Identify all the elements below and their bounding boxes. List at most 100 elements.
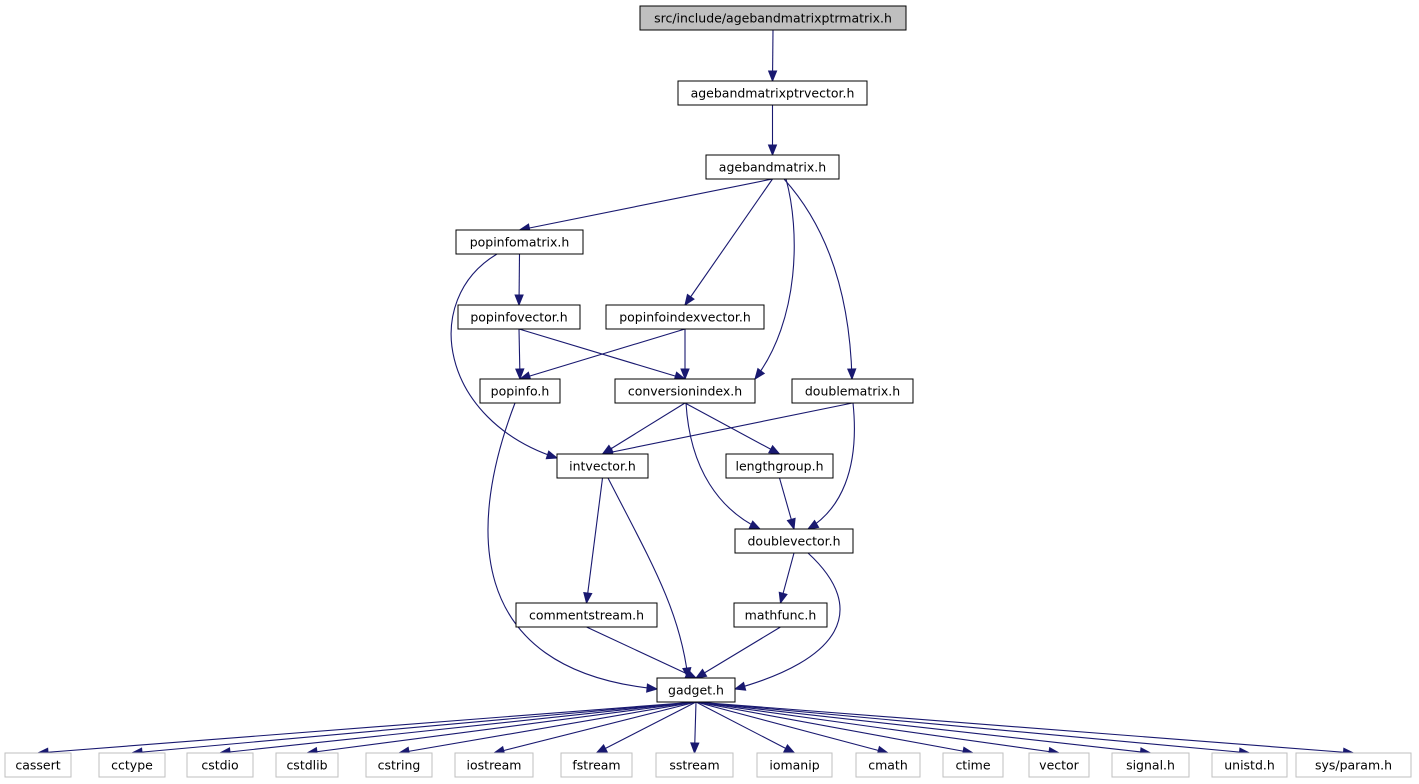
node-label: ctime	[955, 758, 990, 773]
edge-line	[754, 178, 795, 380]
node-dm[interactable]: doublematrix.h	[791, 378, 914, 404]
edge-abm-to-pim	[518, 178, 773, 233]
node-box	[1295, 752, 1412, 778]
edge-line	[695, 626, 781, 679]
arrowhead-icon	[767, 144, 778, 157]
node-label: conversionindex.h	[628, 384, 742, 399]
edge-pi-to-gadget	[487, 402, 659, 693]
arrowhead-icon	[514, 294, 524, 307]
node-label: gadget.h	[668, 683, 724, 698]
arrowhead-icon	[782, 743, 796, 754]
edge-gadget-to-fstream	[595, 701, 697, 754]
edge-line	[602, 402, 853, 455]
edge-dm-to-dv	[806, 402, 855, 530]
node-cctype[interactable]: cctype	[98, 752, 166, 778]
node-label: doublematrix.h	[805, 384, 900, 399]
node-cs[interactable]: commentstream.h	[515, 602, 658, 628]
edge-abmpv-to-abm	[767, 105, 778, 157]
node-label: vector	[1039, 758, 1080, 773]
node-label: popinfovector.h	[470, 310, 567, 325]
node-abmpv[interactable]: agebandmatrixptrvector.h	[677, 80, 868, 106]
edge-line	[684, 402, 780, 455]
node-label: cstdio	[201, 758, 238, 773]
node-lg[interactable]: lengthgroup.h	[725, 453, 834, 479]
edge-line	[695, 701, 795, 754]
edge-abm-to-ci	[754, 178, 795, 381]
node-box	[734, 528, 854, 554]
nodes-layer: src/include/agebandmatrixptrmatrix.h ageb…	[4, 5, 1412, 778]
edge-ci-to-iv	[601, 402, 686, 455]
node-box	[1211, 752, 1288, 778]
node-label: intvector.h	[569, 459, 636, 474]
arrowhead-icon	[680, 368, 690, 381]
node-gadget[interactable]: gadget.h	[656, 677, 736, 703]
node-cmath[interactable]: cmath	[855, 752, 921, 778]
node-ctime[interactable]: ctime	[942, 752, 1004, 778]
node-cstdlib[interactable]: cstdlib	[275, 752, 339, 778]
edge-abm-to-dm	[783, 178, 857, 381]
node-box	[942, 752, 1004, 778]
node-box	[1028, 752, 1090, 778]
edge-ci-to-lg	[684, 402, 781, 455]
node-box	[275, 752, 339, 778]
node-label: mathfunc.h	[745, 608, 817, 623]
node-vector[interactable]: vector	[1028, 752, 1090, 778]
node-mf[interactable]: mathfunc.h	[733, 602, 828, 628]
edge-piv-to-pi	[515, 328, 525, 381]
node-root[interactable]: src/include/agebandmatrixptrmatrix.h	[639, 5, 907, 31]
node-label: cmath	[868, 758, 908, 773]
edge-line	[519, 328, 686, 380]
edge-dv-to-mf	[778, 552, 795, 605]
node-box	[515, 602, 658, 628]
node-cstdio[interactable]: cstdio	[186, 752, 254, 778]
edge-root-to-abmpv	[767, 29, 778, 83]
node-box	[365, 752, 433, 778]
arrowhead-icon	[733, 681, 747, 691]
node-signal[interactable]: signal.h	[1111, 752, 1190, 778]
edge-gadget-to-vector	[695, 701, 1061, 757]
edge-lg-to-dv	[778, 477, 796, 531]
node-pim[interactable]: popinfomatrix.h	[455, 229, 584, 255]
node-cassert[interactable]: cassert	[4, 752, 72, 778]
edge-gadget-to-signal	[695, 701, 1152, 757]
node-iomanip[interactable]: iomanip	[756, 752, 833, 778]
edge-gadget-to-iomanip	[695, 701, 796, 754]
node-label: signal.h	[1126, 758, 1175, 773]
node-unistd[interactable]: unistd.h	[1211, 752, 1288, 778]
node-label: lengthgroup.h	[735, 459, 823, 474]
node-box	[556, 453, 649, 479]
node-label: popinfomatrix.h	[470, 235, 570, 250]
node-sysparam[interactable]: sys/param.h	[1295, 752, 1412, 778]
node-label: fstream	[572, 758, 620, 773]
node-box	[656, 677, 736, 703]
node-pi[interactable]: popinfo.h	[479, 378, 561, 404]
node-box	[677, 80, 868, 106]
edge-line	[37, 701, 697, 754]
node-fstream[interactable]: fstream	[560, 752, 633, 778]
node-piiv[interactable]: popinfoindexvector.h	[605, 304, 765, 330]
node-dv[interactable]: doublevector.h	[734, 528, 854, 554]
node-cstring[interactable]: cstring	[365, 752, 433, 778]
node-label: popinfoindexvector.h	[619, 310, 751, 325]
node-box	[756, 752, 833, 778]
arrowhead-icon	[646, 683, 659, 693]
arrowhead-icon	[694, 668, 708, 679]
edge-line	[586, 626, 697, 679]
edge-line	[807, 402, 855, 530]
edge-line	[219, 701, 697, 754]
node-iv[interactable]: intvector.h	[556, 453, 649, 479]
node-sstream[interactable]: sstream	[655, 752, 734, 778]
node-ci[interactable]: conversionindex.h	[614, 378, 756, 404]
node-box	[457, 304, 581, 330]
node-box	[1111, 752, 1190, 778]
node-box	[614, 378, 756, 404]
node-iostream[interactable]: iostream	[454, 752, 534, 778]
edge-gadget-to-cstdio	[218, 701, 697, 757]
node-label: cstring	[378, 758, 421, 773]
node-piv[interactable]: popinfovector.h	[457, 304, 581, 330]
node-box	[725, 453, 834, 479]
arrowhead-icon	[767, 70, 778, 83]
edge-abm-to-piiv	[684, 178, 773, 307]
node-abm[interactable]: agebandmatrix.h	[705, 154, 840, 180]
